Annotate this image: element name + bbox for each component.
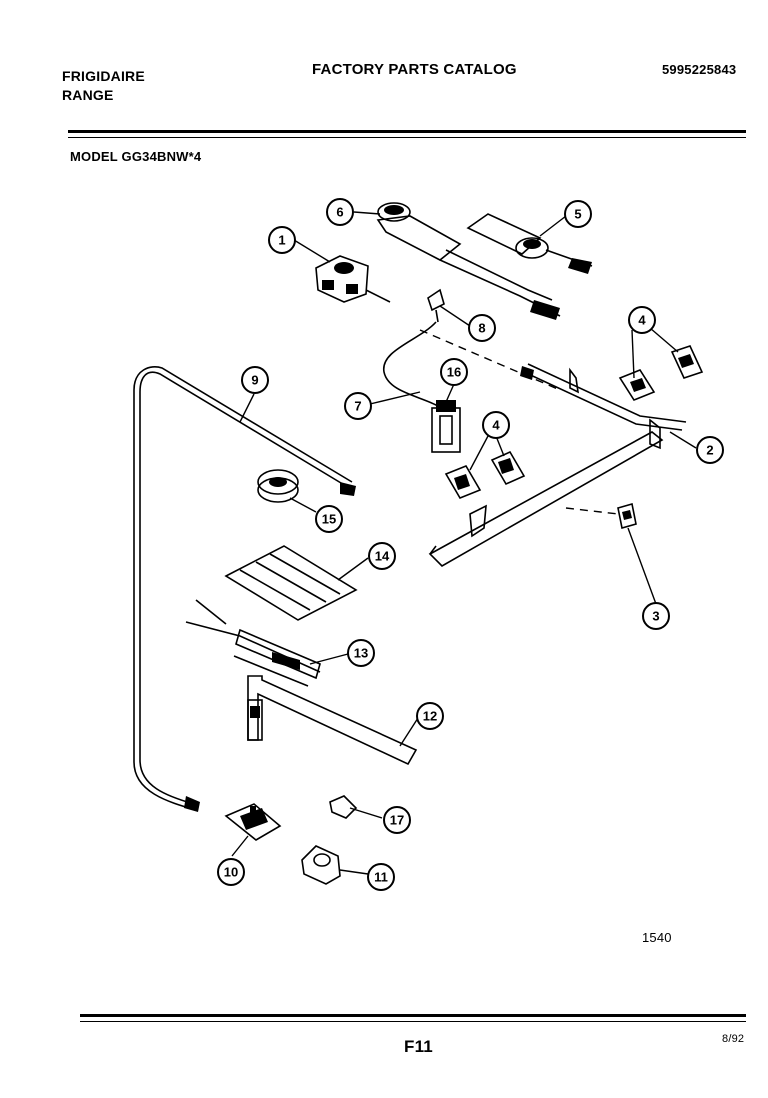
brand-line-2: RANGE — [62, 87, 114, 103]
orifice-part-10 — [224, 803, 282, 841]
callout-7: 7 — [344, 392, 372, 420]
svg-text:15: 15 — [322, 512, 336, 527]
svg-text:10: 10 — [224, 865, 238, 880]
clip-part-3 — [617, 502, 637, 530]
callout-5: 5 — [564, 200, 592, 228]
callout-6: 6 — [326, 198, 354, 226]
switch-part-16 — [431, 400, 461, 453]
shield-part-14 — [224, 545, 358, 621]
header-rule-thick — [68, 130, 746, 133]
callout-16: 16 — [440, 358, 468, 386]
callout-4-right: 4 — [628, 306, 656, 334]
valve-pair-part-4-center — [444, 450, 526, 499]
callout-2: 2 — [696, 436, 724, 464]
bracket-part-11 — [301, 845, 341, 885]
callout-11: 11 — [367, 863, 395, 891]
svg-text:2: 2 — [706, 443, 713, 458]
footer-rule-thick — [80, 1014, 746, 1017]
svg-text:8: 8 — [478, 321, 485, 336]
callout-17: 17 — [383, 806, 411, 834]
brand-label: FRIGIDAIRE RANGE — [62, 67, 145, 105]
svg-text:13: 13 — [354, 646, 368, 661]
tube-part-7 — [383, 321, 439, 407]
leader-lines — [231, 211, 697, 875]
page-number: F11 — [404, 1037, 433, 1056]
svg-text:4: 4 — [638, 313, 646, 328]
callout-1: 1 — [268, 226, 296, 254]
svg-text:4: 4 — [492, 418, 500, 433]
nut-part-15 — [257, 469, 299, 503]
callout-4-center: 4 — [482, 411, 510, 439]
svg-text:9: 9 — [251, 373, 258, 388]
callout-9: 9 — [241, 366, 269, 394]
callout-13: 13 — [347, 639, 375, 667]
callout-12: 12 — [416, 702, 444, 730]
figure-code: 1540 — [642, 930, 672, 945]
valve-part-1 — [315, 255, 391, 303]
print-date: 8/92 — [722, 1033, 745, 1045]
clip-part-17 — [329, 795, 358, 819]
callout-10: 10 — [217, 858, 245, 886]
callout-15: 15 — [315, 505, 343, 533]
bracket-part-8 — [427, 288, 445, 323]
svg-text:3: 3 — [652, 609, 659, 624]
valve-pair-part-4-right — [618, 345, 704, 401]
svg-text:12: 12 — [423, 709, 437, 724]
header-rule-thin — [68, 137, 746, 138]
svg-text:6: 6 — [336, 205, 343, 220]
igniter-part-13 — [185, 599, 321, 687]
svg-text:7: 7 — [354, 399, 361, 414]
burner-part-6 — [376, 202, 561, 320]
callout-3: 3 — [642, 602, 670, 630]
catalog-number: 5995225843 — [662, 62, 737, 77]
tube-part-9 — [133, 366, 356, 812]
svg-text:5: 5 — [574, 207, 581, 222]
brand-line-1: FRIGIDAIRE — [62, 68, 145, 84]
svg-text:16: 16 — [447, 365, 461, 380]
catalog-title: FACTORY PARTS CATALOG — [312, 61, 517, 78]
model-label: MODEL GG34BNW*4 — [70, 149, 202, 164]
footer-rule-thin — [80, 1021, 746, 1022]
burner-part-5 — [466, 213, 593, 274]
callout-8: 8 — [468, 314, 496, 342]
svg-text:11: 11 — [374, 870, 388, 885]
burner-part-12 — [247, 675, 418, 766]
svg-text:17: 17 — [390, 813, 404, 828]
manifold-part-2 — [428, 363, 687, 567]
svg-text:1: 1 — [278, 233, 285, 248]
svg-text:14: 14 — [375, 549, 390, 564]
callout-14: 14 — [368, 542, 396, 570]
